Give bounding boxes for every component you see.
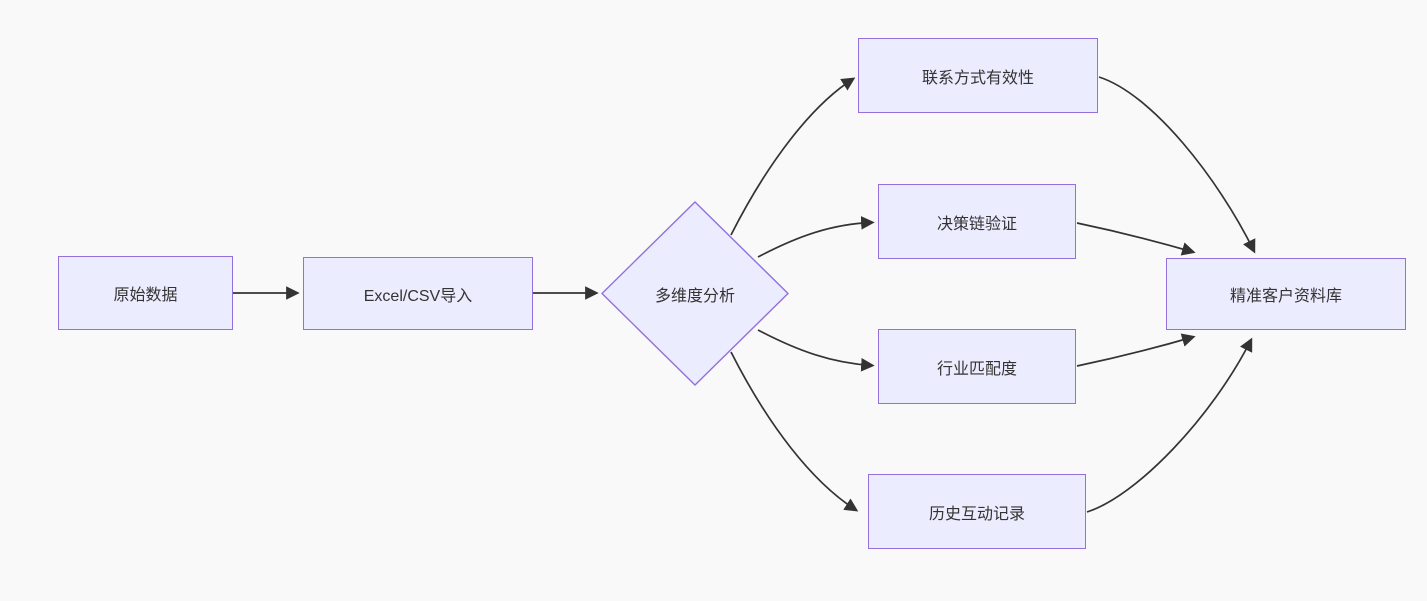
node-industry-match[interactable]: 行业匹配度 — [878, 329, 1076, 404]
node-raw-data[interactable]: 原始数据 — [58, 256, 233, 330]
edge-decision-to-customerdb — [1076, 222, 1196, 256]
node-analysis[interactable]: 多维度分析 — [620, 273, 770, 314]
node-history-log-label: 历史互动记录 — [928, 505, 1025, 523]
node-analysis-diamond-shape — [601, 201, 789, 386]
node-excel-import[interactable]: Excel/CSV导入 — [303, 257, 533, 330]
node-customer-db[interactable]: 精准客户资料库 — [1166, 258, 1406, 330]
edge-industry-to-customerdb — [1076, 333, 1196, 367]
node-excel-import-label: Excel/CSV导入 — [363, 287, 473, 305]
edge-analysis-to-history — [730, 351, 859, 512]
node-customer-db-label: 精准客户资料库 — [1229, 288, 1342, 305]
edge-contact-to-customerdb — [1098, 76, 1256, 254]
edge-analysis-to-industry — [757, 329, 875, 372]
node-history-log[interactable]: 历史互动记录 — [868, 474, 1086, 549]
node-contact-validity-label: 联系方式有效性 — [921, 69, 1034, 87]
node-decision-chain-label: 决策链验证 — [936, 215, 1017, 233]
node-analysis-label: 多维度分析 — [654, 287, 735, 305]
edge-analysis-to-contact — [730, 77, 856, 236]
edge-analysis-to-decision — [757, 216, 875, 258]
node-industry-match-label: 行业匹配度 — [936, 360, 1017, 378]
node-raw-data-label: 原始数据 — [113, 287, 178, 304]
node-decision-chain[interactable]: 决策链验证 — [878, 184, 1076, 259]
edge-history-to-customerdb — [1086, 337, 1253, 513]
node-contact-validity[interactable]: 联系方式有效性 — [858, 38, 1098, 113]
